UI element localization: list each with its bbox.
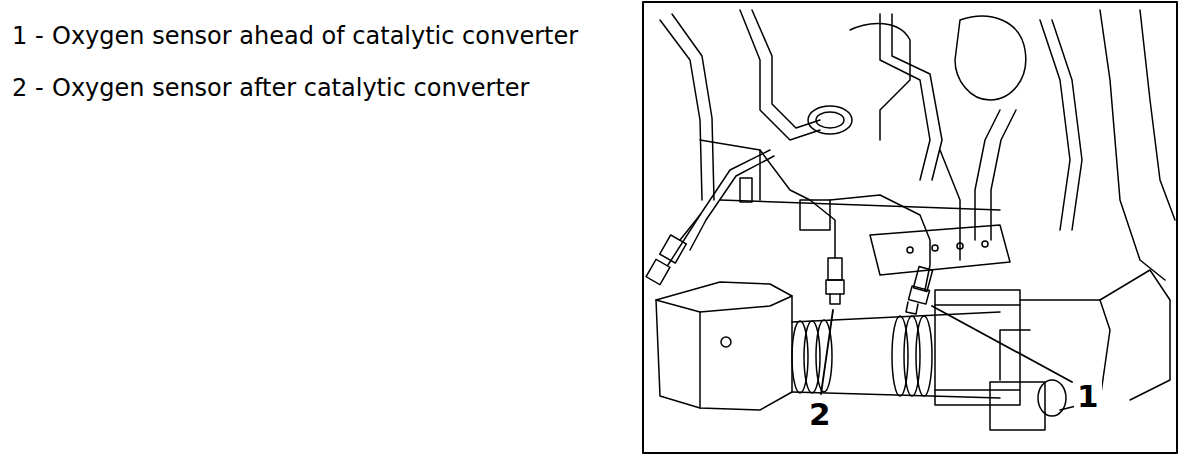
callout-description: Oxygen sensor after catalytic converter xyxy=(52,74,529,103)
catalytic-converter xyxy=(935,290,1066,430)
callout-key: 1 - xyxy=(12,22,44,51)
callout-description: Oxygen sensor ahead of catalytic convert… xyxy=(52,22,578,51)
engine-background xyxy=(660,10,1175,410)
intake-tube xyxy=(792,312,1000,398)
callout-number: 2 xyxy=(806,396,834,433)
leader-line xyxy=(821,310,833,394)
air-filter-housing xyxy=(656,282,792,410)
leader-line xyxy=(932,306,1072,382)
picture-frame xyxy=(643,2,1177,453)
sensor-2 xyxy=(760,150,844,304)
heat-shield xyxy=(870,225,1010,275)
callout-number: 1 xyxy=(1074,378,1102,415)
callout-key: 2 - xyxy=(12,74,44,103)
connector-bundle xyxy=(646,150,774,285)
sensor-1 xyxy=(830,195,933,314)
